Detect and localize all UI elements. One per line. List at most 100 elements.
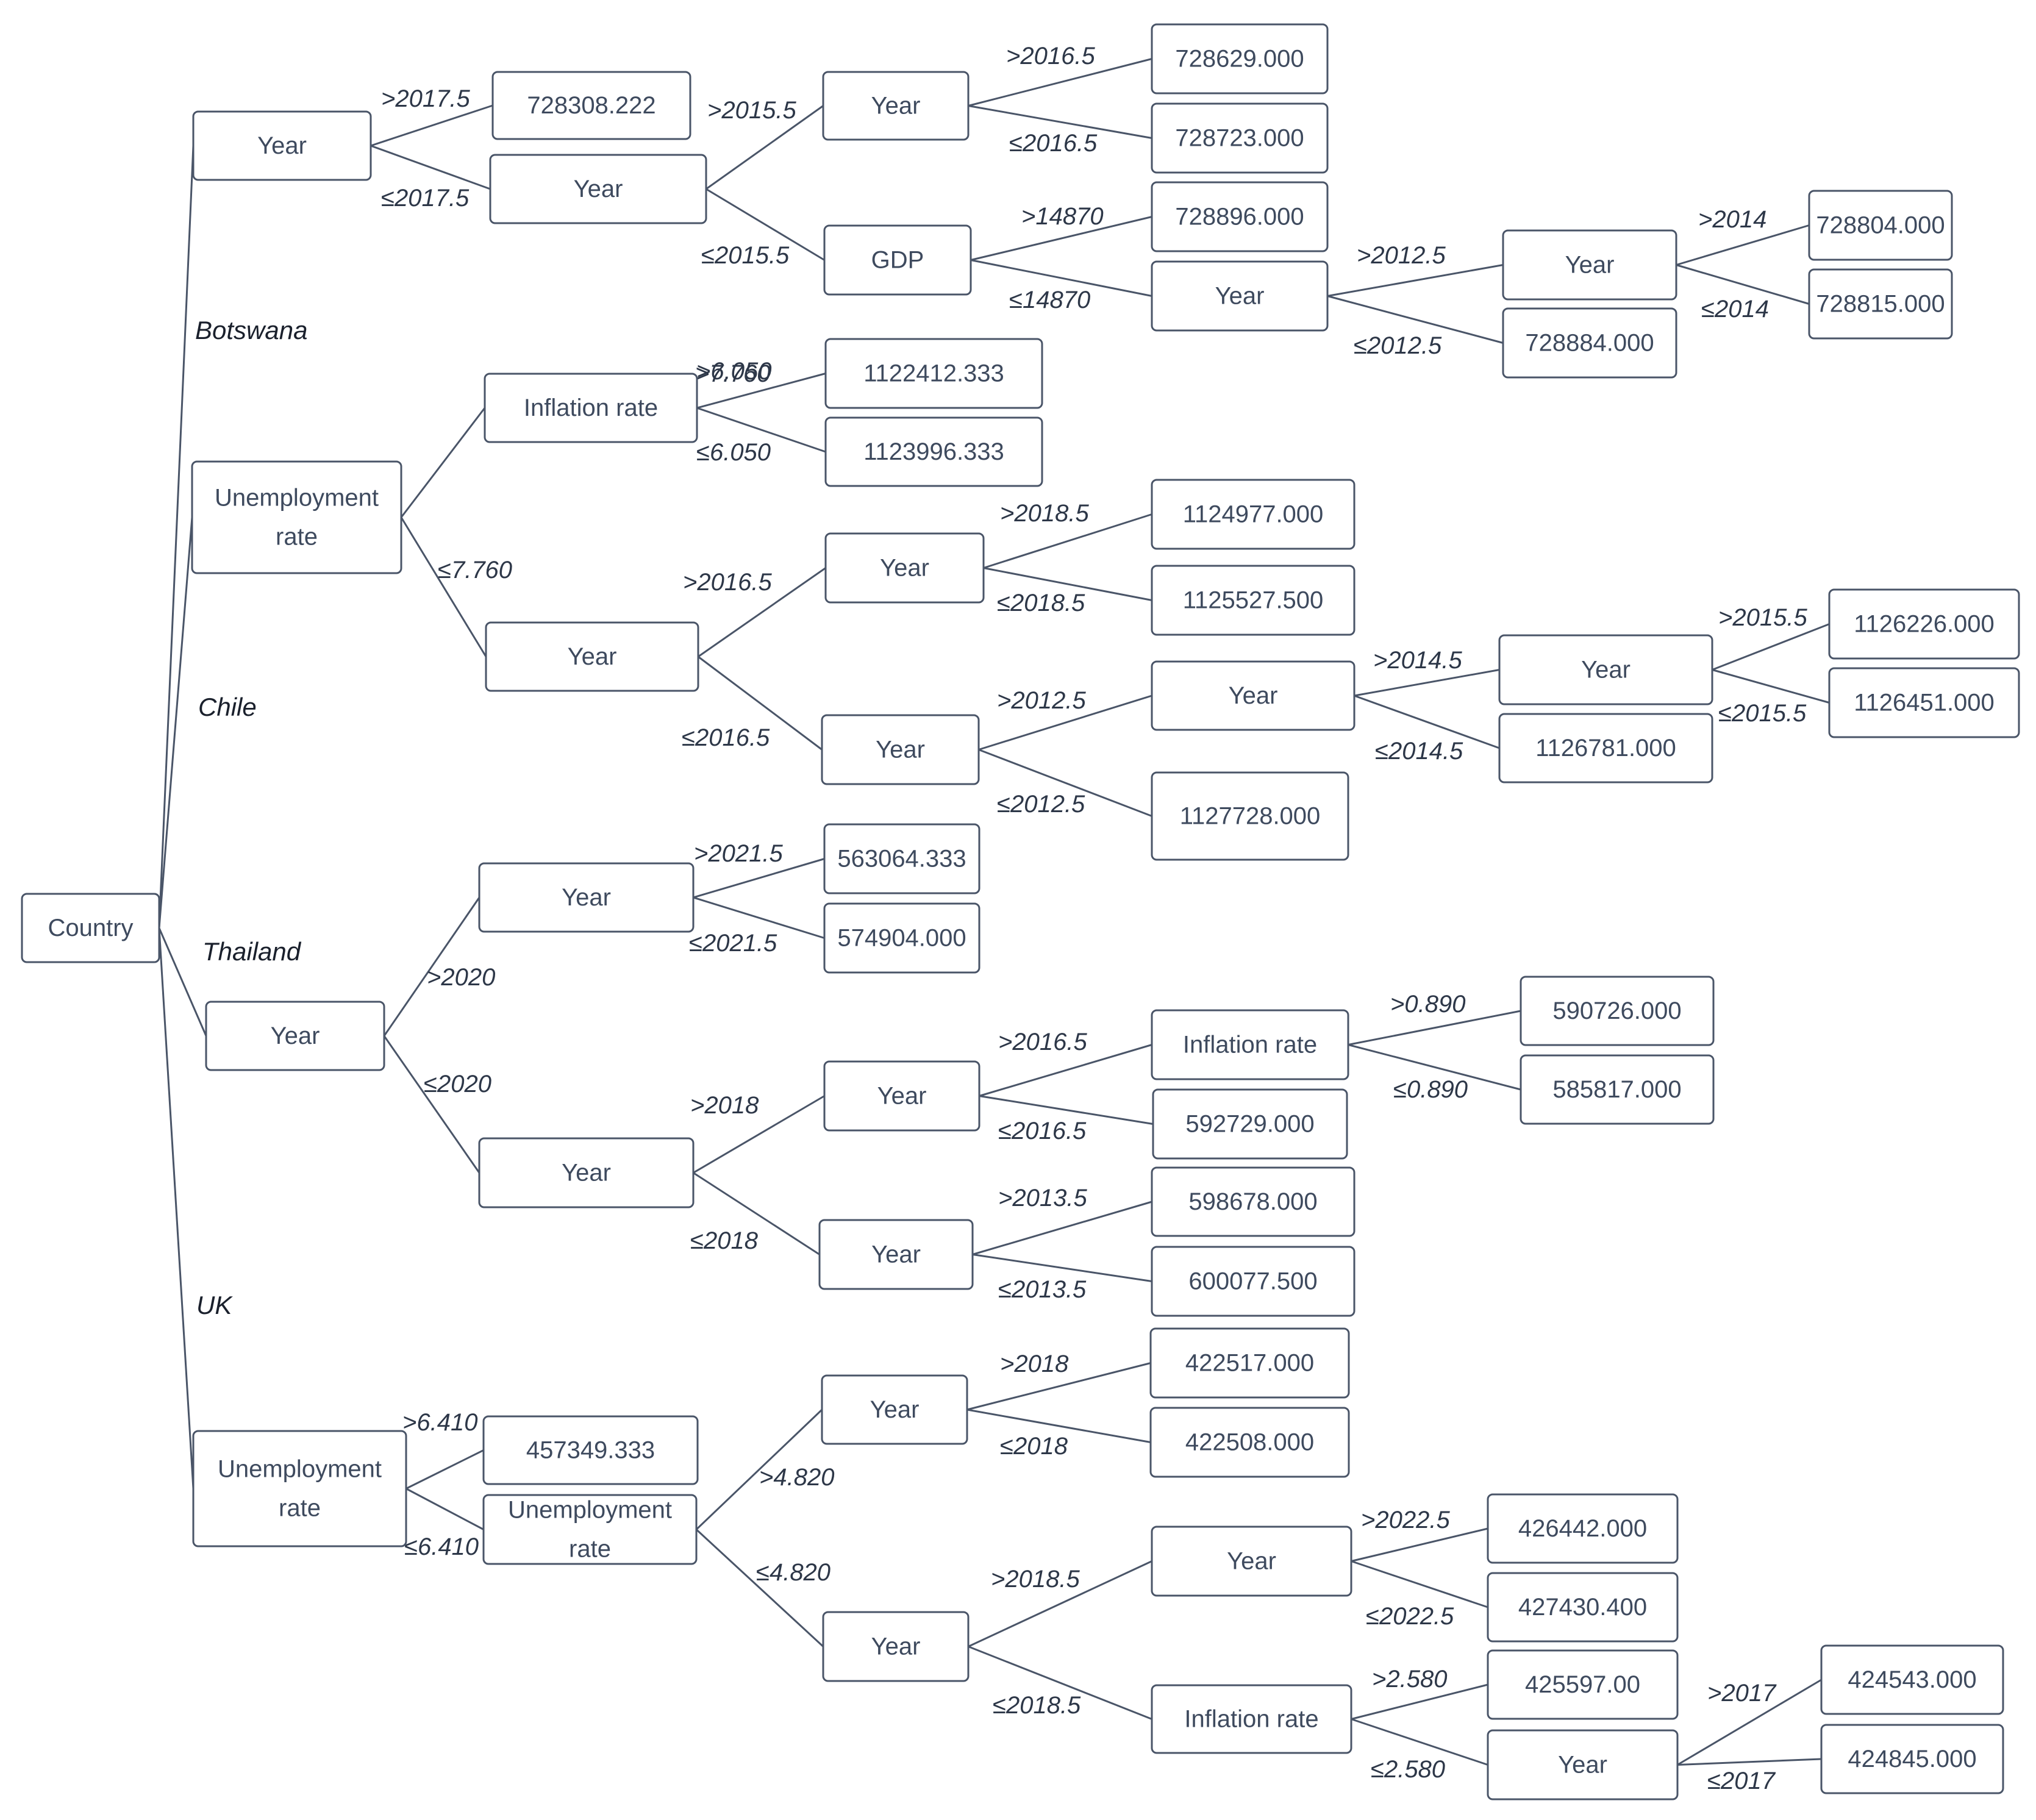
node-box (1498, 634, 1713, 705)
edge-label: ≤2013.5 (998, 1276, 1087, 1303)
edge-label: ≤6.410 (404, 1533, 479, 1560)
split-node: Year (1502, 229, 1677, 301)
edge-label: ≤2018.5 (997, 590, 1085, 616)
edge-label: >2012.5 (997, 687, 1086, 714)
leaf-node: 728815.000 (1808, 268, 1953, 340)
node-label: 728896.000 (1175, 204, 1304, 230)
node-box (482, 1494, 698, 1565)
edge-b_year-to-b_year2 (370, 145, 491, 190)
node-box (1520, 976, 1715, 1046)
split-node: Year (822, 1611, 970, 1682)
branch-label-thailand: Thailand (202, 937, 302, 966)
edge-c_year1-to-c_year2 (698, 567, 826, 658)
edge-label: >2016.5 (1006, 43, 1095, 70)
edge-label: ≤2018.5 (993, 1692, 1081, 1719)
edge-label: ≤2015.5 (1718, 700, 1807, 727)
node-label: rate (279, 1495, 321, 1522)
node-box (1151, 181, 1329, 252)
edge-label: >2018.5 (1000, 500, 1089, 527)
edge-b_gdp-to-b_year4 (970, 259, 1152, 297)
node-box (823, 224, 972, 296)
node-box (824, 532, 985, 604)
node-box (1151, 1166, 1356, 1237)
node-label: Inflation rate (1184, 1706, 1318, 1733)
edge-u_infl-to-u_year4 (1351, 1718, 1488, 1766)
split-node: Year (192, 110, 372, 181)
edge-label: ≤2.580 (1371, 1756, 1445, 1783)
node-label: 1126226.000 (1854, 611, 1995, 638)
edge-b_year3-to-b_leaf_728629 (968, 58, 1152, 107)
node-label: 590726.000 (1552, 997, 1681, 1024)
edge-c_unemp-to-c_infl (400, 407, 486, 518)
leaf-node: 1126226.000 (1828, 588, 2020, 660)
split-node: Year (823, 1060, 980, 1132)
node-label: Year (568, 643, 617, 670)
node-box (491, 71, 691, 140)
edge-c_year1-to-c_year3 (698, 655, 823, 751)
node-box (192, 1430, 407, 1547)
edge-u_unemp-to-u_unemp2 (405, 1488, 484, 1530)
edge-t_year5-to-t_leaf_598678 (972, 1201, 1152, 1255)
edge-c_year4-to-c_leaf_1126781 (1354, 694, 1500, 749)
edge-b_year4-to-b_year5 (1327, 264, 1504, 297)
node-box (482, 1415, 699, 1485)
node-label: 425597.00 (1525, 1671, 1640, 1698)
edge-label: >2018 (690, 1092, 759, 1119)
node-box (821, 714, 980, 785)
edge-label: >2015.5 (1718, 604, 1807, 631)
branch-label-uk: UK (196, 1291, 233, 1319)
leaf-node: 598678.000 (1151, 1166, 1356, 1237)
split-node: Inflation rate (1151, 1009, 1349, 1080)
node-box (1502, 307, 1677, 379)
leaf-node: 1122412.333 (824, 338, 1043, 409)
edge-b_year3-to-b_leaf_728723 (968, 105, 1152, 139)
node-box (485, 621, 699, 692)
node-label: 598678.000 (1188, 1188, 1317, 1215)
leaf-node: 574904.000 (823, 902, 980, 974)
node-label: 600077.500 (1188, 1268, 1317, 1295)
edge-u_year4-to-u_leaf_424845 (1677, 1758, 1822, 1766)
node-label: Inflation rate (1183, 1032, 1317, 1058)
edge-root-to-t_year (158, 927, 207, 1037)
edge-u_year3-to-u_leaf_426442 (1351, 1527, 1488, 1562)
node-label: Year (871, 1241, 921, 1268)
edge-u_year3-to-u_leaf_427430 (1351, 1560, 1488, 1608)
edge-b_year4-to-b_leaf_728884 (1327, 295, 1504, 344)
node-box (1487, 1572, 1679, 1643)
node-box (1151, 771, 1349, 861)
node-label: 1123996.333 (863, 438, 1004, 465)
node-box (1149, 1327, 1350, 1399)
branch-label-chile: Chile (198, 693, 257, 721)
edge-b_year-to-b_leaf_728308 (370, 104, 493, 147)
split-node: Year (1498, 634, 1713, 705)
node-label: 728723.000 (1175, 125, 1304, 152)
node-label: Year (871, 93, 921, 120)
edge-u_unemp-to-u_leaf_457349 (405, 1449, 484, 1490)
node-box (823, 1060, 980, 1132)
node-label: Year (574, 176, 623, 202)
node-box (1151, 565, 1356, 636)
edge-u_unemp2-to-u_year2 (695, 1529, 824, 1647)
node-box (1151, 102, 1329, 174)
node-label: 728308.222 (527, 92, 655, 119)
split-node: Inflation rate (1151, 1684, 1352, 1754)
split-node: Year (1151, 260, 1329, 332)
node-box (1487, 1729, 1679, 1800)
edge-label: >2017 (1707, 1680, 1777, 1707)
node-box (1820, 1724, 2004, 1794)
edge-label: >2021.5 (694, 840, 783, 867)
node-box (1152, 1088, 1348, 1160)
edge-label: ≤2016.5 (682, 724, 770, 751)
node-box (478, 1137, 695, 1208)
leaf-node: 425597.00 (1487, 1649, 1679, 1720)
node-label: 1126451.000 (1854, 690, 1995, 716)
node-label: 1125527.500 (1183, 587, 1324, 614)
leaf-node: 1126781.000 (1498, 713, 1713, 783)
node-box (1151, 1009, 1349, 1080)
node-label: 422508.000 (1185, 1429, 1314, 1456)
edge-label: ≤2012.5 (997, 791, 1085, 818)
edge-label: >4.820 (759, 1464, 834, 1491)
edge-c_year3-to-c_year4 (978, 694, 1152, 751)
